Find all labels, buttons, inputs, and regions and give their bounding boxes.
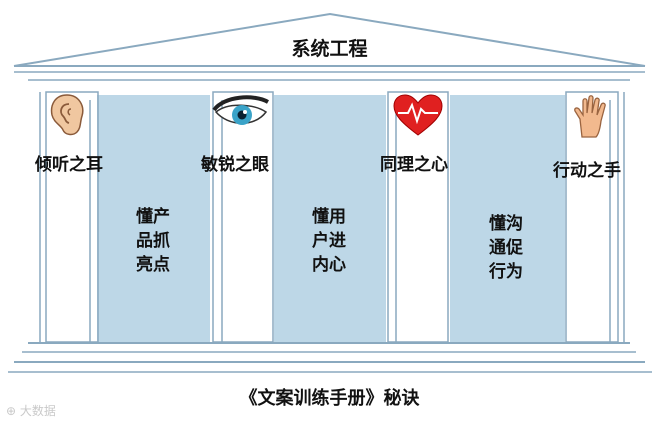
pillar-label-eye: 敏锐之眼 [201,150,269,175]
eye-icon [210,92,270,132]
column-line: 通促 [476,236,536,260]
watermark-logo-icon: ⊕ [6,404,16,418]
column-line: 内心 [299,253,359,277]
column-text-product: 懂产 品抓 亮点 [123,205,183,277]
column-line: 户进 [299,229,359,253]
caption: 《文案训练手册》秘诀 [0,384,659,410]
column-line: 懂产 [123,205,183,229]
heart-icon [392,93,444,137]
ear-icon [47,92,87,138]
column-line: 亮点 [123,253,183,277]
column-text-communication: 懂沟 通促 行为 [476,212,536,284]
column-line: 品抓 [123,229,183,253]
pillar-label-ear: 倾听之耳 [35,150,103,175]
diagram-title: 系统工程 [0,34,659,61]
hand-icon [570,95,614,139]
column-line: 行为 [476,260,536,284]
column-line: 懂沟 [476,212,536,236]
column-line: 懂用 [299,205,359,229]
watermark: ⊕ 大数据 [6,402,56,419]
watermark-text: 大数据 [20,404,56,418]
pillar-label-heart: 同理之心 [380,150,448,175]
pillar-label-hand: 行动之手 [553,156,621,181]
base [8,343,652,372]
column-text-user: 懂用 户进 内心 [299,205,359,277]
